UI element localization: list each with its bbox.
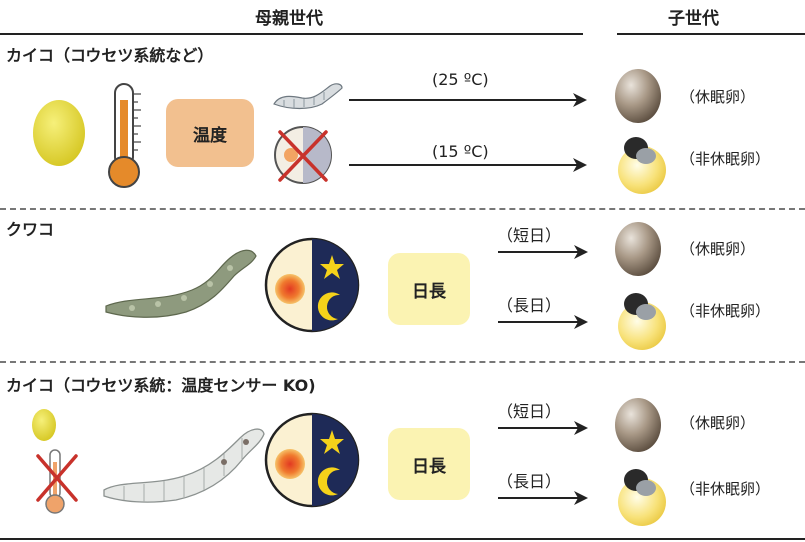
result-dormant-egg: （休眠卵） bbox=[680, 414, 756, 432]
sun-moon-icon bbox=[264, 412, 360, 508]
cocoon-icon bbox=[33, 100, 85, 166]
result-nondormant-egg: （非休眠卵） bbox=[680, 302, 771, 320]
bottom-rule bbox=[0, 538, 805, 540]
hatching-egg-icon bbox=[618, 137, 666, 194]
thermometer-icon bbox=[108, 83, 141, 188]
row-divider bbox=[0, 208, 805, 210]
arrow-short-day bbox=[498, 245, 588, 259]
crossed-sun-moon-icon bbox=[274, 126, 332, 184]
arrow-long-day bbox=[498, 315, 588, 329]
child-generation-header: 子世代 bbox=[668, 9, 719, 29]
condition-label-long-day: （長日） bbox=[497, 472, 562, 491]
sun-moon-icon bbox=[264, 237, 360, 333]
parent-generation-header: 母親世代 bbox=[255, 9, 323, 29]
result-dormant-egg: （休眠卵） bbox=[680, 240, 756, 258]
result-nondormant-egg: （非休眠卵） bbox=[680, 150, 771, 168]
daylength-box: 日長 bbox=[388, 253, 470, 325]
result-dormant-egg: （休眠卵） bbox=[680, 88, 756, 106]
cross-icon bbox=[278, 130, 328, 182]
arrow-short-day bbox=[498, 421, 588, 435]
arrow-cool bbox=[349, 158, 587, 172]
crossed-thermometer-icon bbox=[36, 449, 78, 514]
temperature-box: 温度 bbox=[166, 99, 254, 167]
wild-silkworm-icon bbox=[105, 249, 257, 318]
row-title-silkworm-ko: カイコ（コウセツ系統：温度センサー KO) bbox=[6, 376, 316, 395]
condition-label-long-day: （長日） bbox=[497, 296, 562, 315]
arrow-warm bbox=[349, 93, 587, 107]
arrow-long-day bbox=[498, 491, 588, 505]
hatching-egg-icon bbox=[618, 293, 666, 350]
row-title-silkworm: カイコ（コウセツ系統など） bbox=[6, 46, 214, 65]
condition-label-short-day: （短日） bbox=[497, 226, 562, 245]
condition-label-25c: (25 ºC) bbox=[432, 70, 489, 89]
child-header-rule bbox=[617, 33, 805, 35]
dormant-egg-icon bbox=[615, 69, 661, 123]
condition-label-short-day: （短日） bbox=[497, 402, 562, 421]
parent-header-rule bbox=[0, 33, 583, 35]
row-divider bbox=[0, 361, 805, 363]
condition-label-15c: (15 ºC) bbox=[432, 142, 489, 161]
silkworm-icon bbox=[103, 428, 265, 503]
cocoon-icon bbox=[32, 409, 56, 441]
hatching-egg-icon bbox=[618, 469, 666, 526]
row-title-wild-silkmoth: クワコ bbox=[6, 220, 55, 239]
dormant-egg-icon bbox=[615, 222, 661, 276]
cross-icon bbox=[36, 454, 78, 502]
result-nondormant-egg: （非休眠卵） bbox=[680, 480, 771, 498]
daylength-box: 日長 bbox=[388, 428, 470, 500]
silkworm-icon bbox=[273, 83, 343, 110]
dormant-egg-icon bbox=[615, 398, 661, 452]
